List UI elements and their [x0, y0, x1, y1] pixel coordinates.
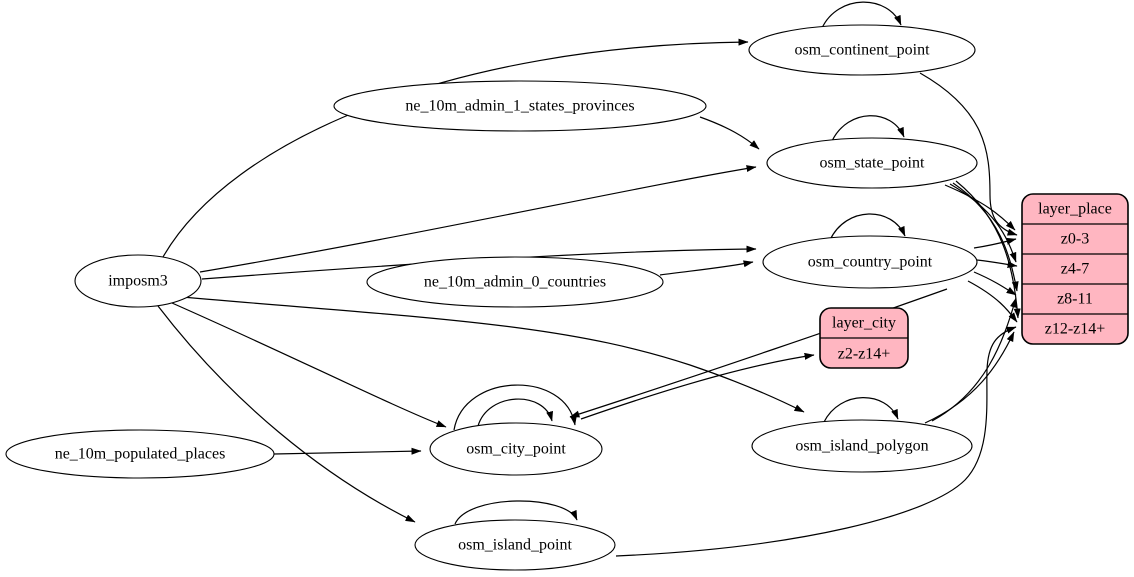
edge-selfloop-outer-osm_city_point — [453, 384, 577, 431]
node-osm_continent_point: osm_continent_point — [748, 24, 976, 76]
edge-selfloop-osm_island_polygon — [823, 397, 899, 423]
node-ne_10m_populated_places: ne_10m_populated_places — [5, 429, 275, 479]
node-ne_10m_populated_places-shape — [5, 429, 275, 479]
node-imposm3: imposm3 — [74, 254, 202, 308]
edge-imposm3-osm_state_point — [199, 165, 757, 273]
node-osm_country_point-shape — [762, 235, 978, 289]
edge-selfloop-osm_state_point — [831, 115, 905, 142]
edge-osm_state_point-layer_place-z8-11 — [952, 182, 1019, 292]
layer_place-title: layer_place — [1038, 201, 1112, 218]
node-osm_city_point-label: osm_city_point — [466, 441, 566, 458]
nodes: imposm3 ne_10m_admin_1_states_provinces … — [5, 24, 1129, 571]
layer_place-row-z8-11: z8-11 — [1057, 291, 1093, 308]
layer_place-row-z4-7: z4-7 — [1061, 261, 1089, 278]
edge-ne_10m_populated_places-osm_city_point — [273, 447, 422, 455]
node-layer_city: layer_city z2-z14+ — [819, 307, 909, 369]
node-layer_place-shape — [1021, 193, 1129, 345]
edge-osm_state_point-layer_place-z4-7 — [949, 183, 1017, 263]
layer_place-row-z0-3: z0-3 — [1061, 231, 1089, 248]
node-imposm3-shape — [74, 254, 202, 308]
edge-osm_island_polygon-layer_place-z12-z14 — [924, 331, 1015, 424]
node-imposm3-label: imposm3 — [108, 273, 168, 290]
node-ne_10m_admin_0_countries-label: ne_10m_admin_0_countries — [424, 274, 606, 291]
edge-selfloop-osm_continent_point — [821, 1, 902, 29]
node-osm_island_polygon-shape — [751, 419, 973, 473]
node-ne_10m_admin_1_states_provinces-shape — [333, 80, 707, 132]
edge-ne_10m_admin_0_countries-osm_country_point — [659, 260, 754, 276]
edge-osm_island_point-layer_place-z12-z14 — [615, 326, 1017, 557]
edge-osm_country_point-layer_place-z12-z14 — [967, 280, 1018, 323]
node-osm_island_point-shape — [414, 519, 616, 571]
edge-osm_country_point-layer_place-z0-3 — [973, 237, 1017, 249]
edge-imposm3-osm_island_polygon — [169, 295, 805, 413]
edge-osm_country_point-layer_place-z4-7 — [976, 259, 1018, 269]
layer_city-row-z2-z14: z2-z14+ — [838, 346, 891, 363]
node-osm_continent_point-shape — [748, 24, 976, 76]
node-layer_place: layer_place z0-3 z4-7 z8-11 z12-z14+ — [1021, 193, 1129, 345]
edge-osm_state_point-layer_place-z0-3 — [944, 184, 1016, 231]
edge-imposm3-osm_island_point — [157, 305, 416, 523]
node-osm_country_point: osm_country_point — [762, 235, 978, 289]
node-osm_island_point-label: osm_island_point — [458, 537, 572, 554]
node-osm_city_point-shape — [429, 422, 603, 476]
edge-osm_city_point-layer_city-z2-z14 — [580, 352, 815, 420]
node-osm_continent_point-label: osm_continent_point — [794, 42, 930, 59]
edge-osm_country_point-layer_place-z8-11 — [973, 271, 1017, 296]
edge-osm_continent_point-layer_place-z0-3 — [919, 72, 1018, 236]
node-ne_10m_admin_1_states_provinces-label: ne_10m_admin_1_states_provinces — [405, 98, 634, 115]
edge-selfloop-inner-osm_city_point — [477, 398, 553, 427]
edges — [157, 1, 1021, 557]
edge-imposm3-osm_city_point — [171, 302, 447, 428]
node-osm_island_polygon-label: osm_island_polygon — [795, 438, 928, 455]
node-ne_10m_populated_places-label: ne_10m_populated_places — [55, 446, 226, 463]
edge-selfloop-osm_island_point — [454, 500, 578, 525]
edge-osm_island_polygon-layer_place-z8-11 — [931, 297, 1017, 422]
layer_place-row-z12-z14: z12-z14+ — [1045, 321, 1106, 338]
node-ne_10m_admin_0_countries-shape — [366, 256, 664, 308]
node-osm_city_point: osm_city_point — [429, 422, 603, 476]
edge-selfloop-osm_country_point — [829, 213, 906, 241]
edge-osm_country_point-osm_city_point — [569, 288, 948, 418]
node-ne_10m_admin_1_states_provinces: ne_10m_admin_1_states_provinces — [333, 80, 707, 132]
edge-ne_10m_admin_1_states_provinces-osm_state_point — [699, 116, 760, 150]
node-osm_country_point-label: osm_country_point — [808, 254, 933, 271]
node-osm_island_polygon: osm_island_polygon — [751, 419, 973, 473]
node-ne_10m_admin_0_countries: ne_10m_admin_0_countries — [366, 256, 664, 308]
node-osm_state_point-label: osm_state_point — [820, 155, 925, 172]
node-osm_island_point: osm_island_point — [414, 519, 616, 571]
node-osm_state_point-shape — [766, 137, 978, 189]
node-osm_state_point: osm_state_point — [766, 137, 978, 189]
layer_city-title: layer_city — [832, 315, 896, 332]
